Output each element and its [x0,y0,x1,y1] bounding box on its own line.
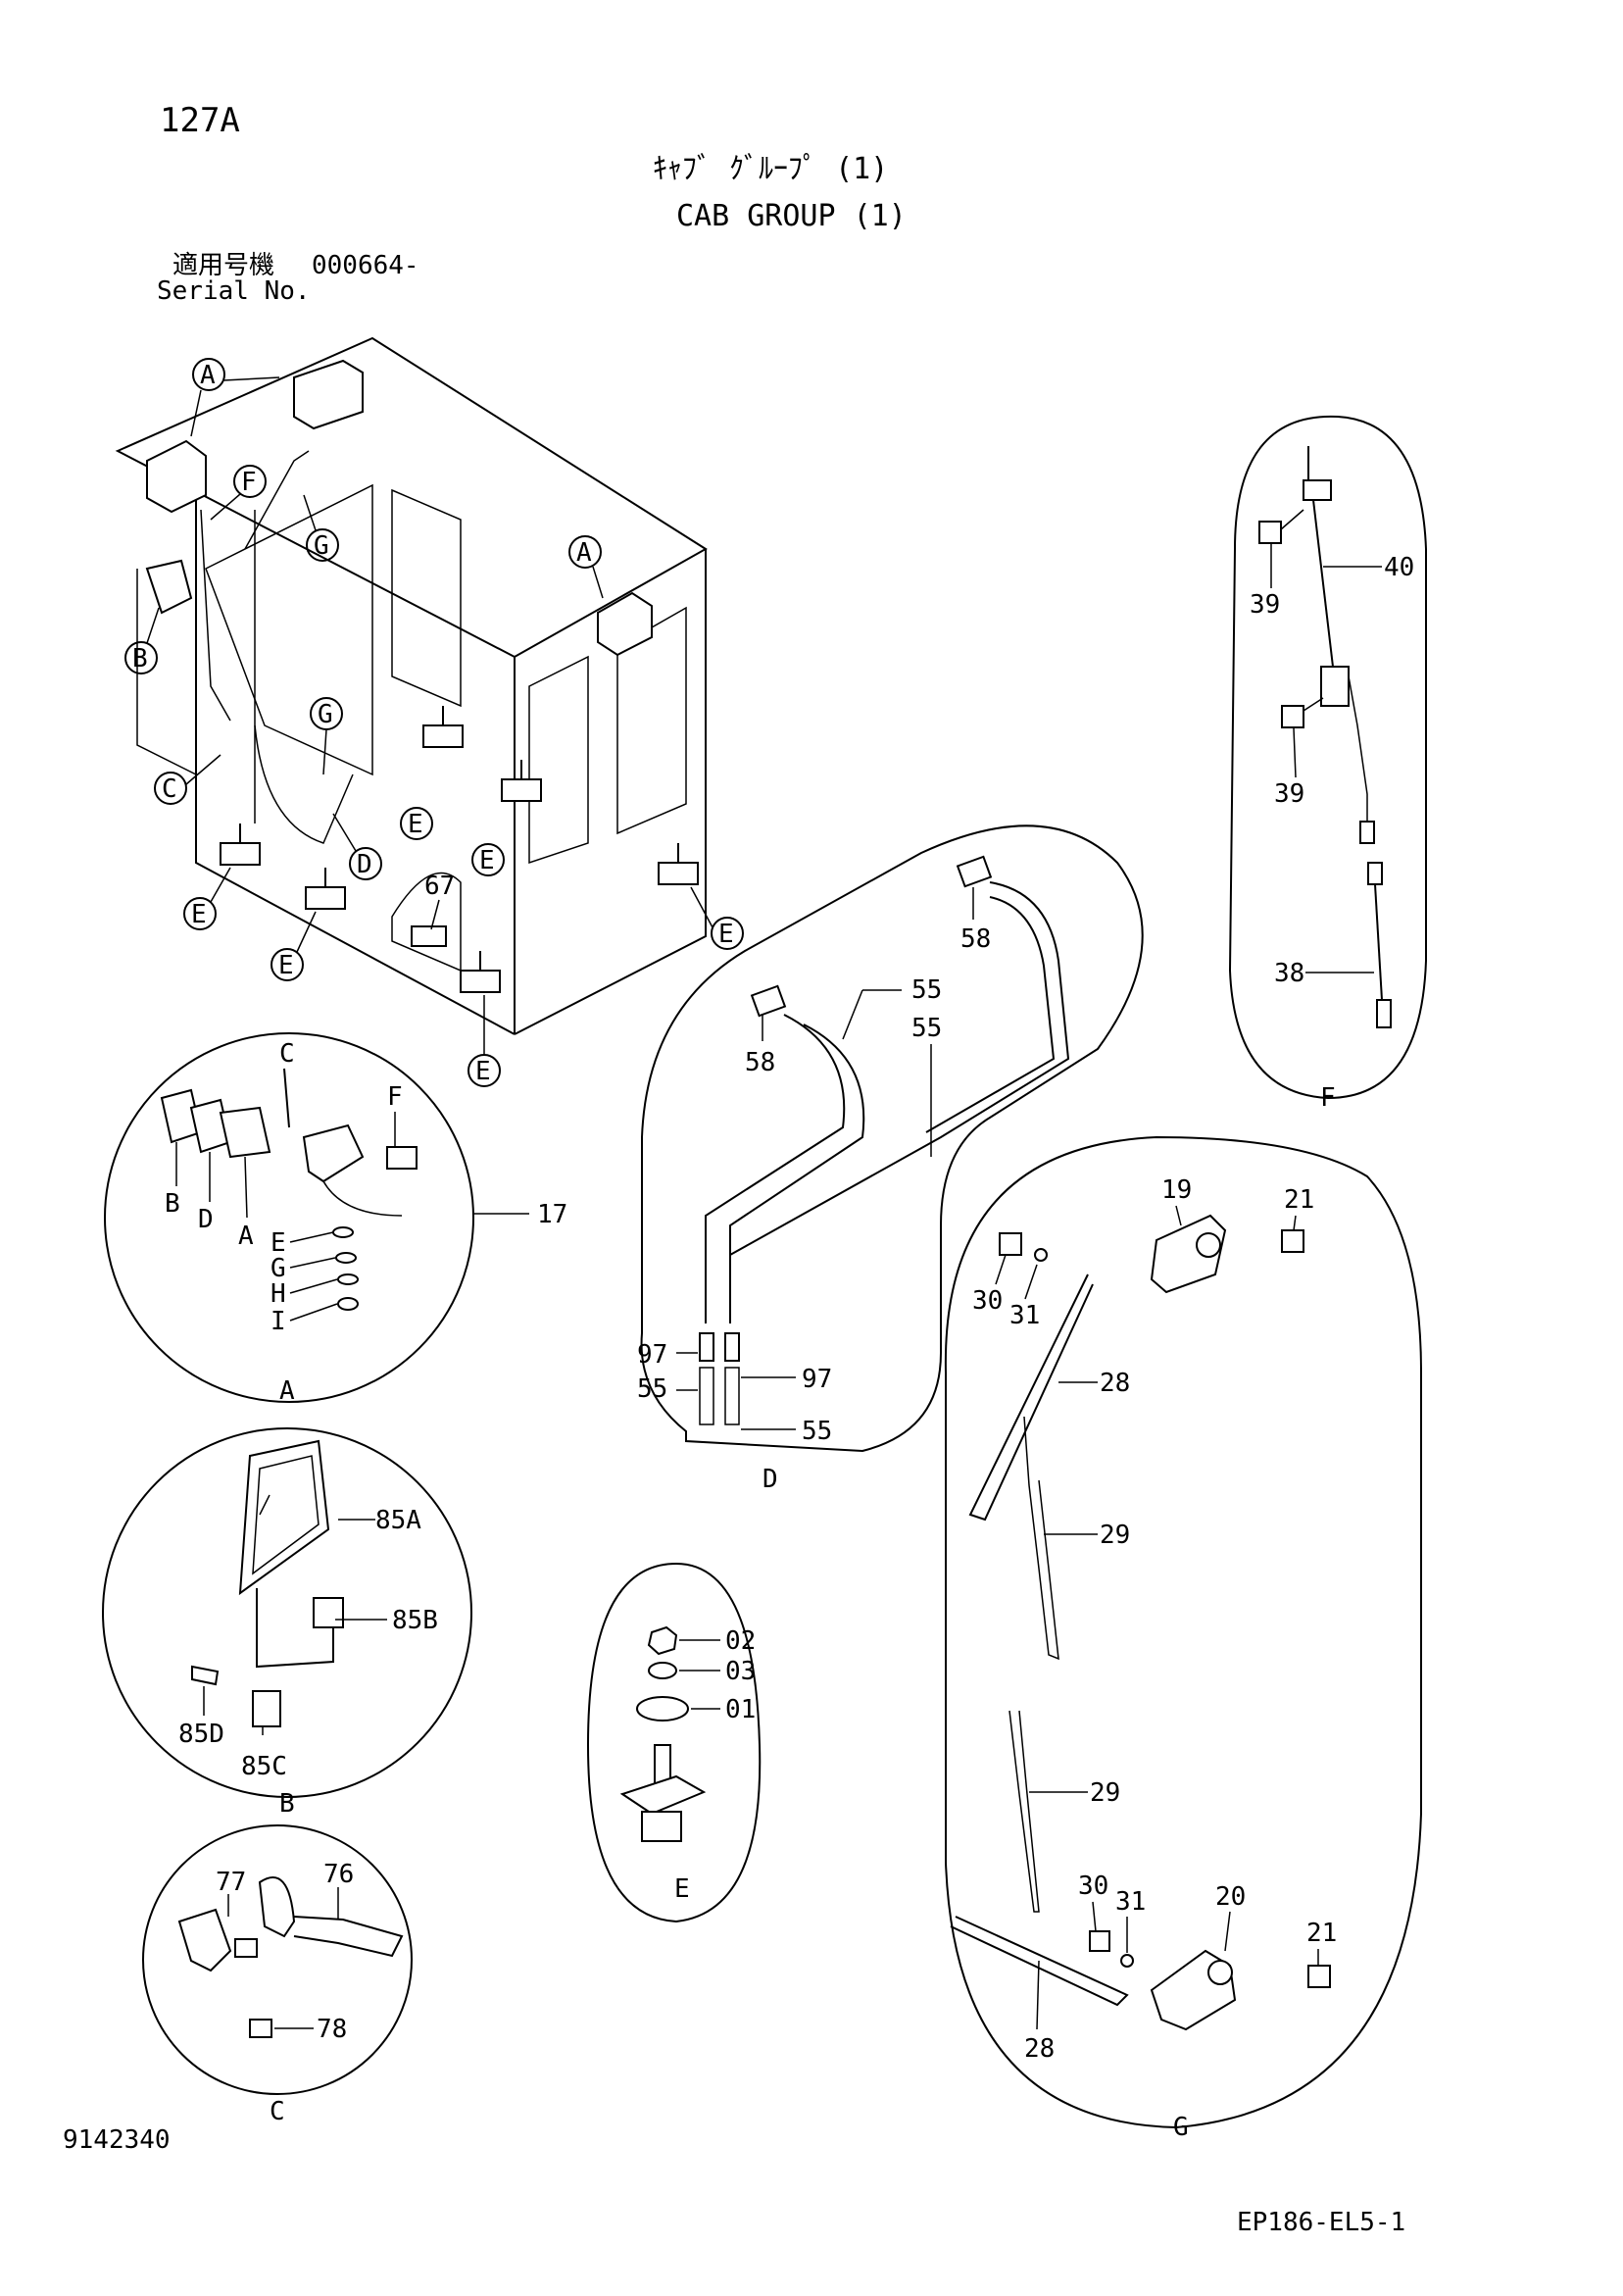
b-part-85d: 85D [178,1720,224,1749]
callout-e-2: E [479,846,495,875]
a-letter-d: D [198,1205,214,1234]
serial-label-jp: 適用号機 [172,251,275,280]
cab-mount-5 [501,760,542,802]
cab-mount-6 [658,843,699,885]
callout-e-4: E [278,951,294,980]
g-part-20: 20 [1215,1882,1246,1912]
cab-mount-2 [305,868,346,910]
callout-e-3: E [191,900,207,929]
detail-c-label: C [270,2097,285,2126]
title-english: CAB GROUP (1) [676,199,907,233]
detail-f-label: F [1320,1083,1336,1113]
callout-c: C [162,774,177,804]
cab-body [115,336,708,1035]
page-code: 127A [160,101,240,140]
figure-number: 9142340 [63,2125,171,2155]
a-letter-g: G [270,1254,286,1283]
c-part-76: 76 [323,1860,354,1889]
g-part-30-b: 30 [1078,1872,1108,1901]
g-part-21-b: 21 [1306,1919,1337,1948]
a-letter-a: A [238,1222,254,1251]
detail-g: 19 21 30 31 28 29 29 30 31 20 21 28 G [944,1135,1422,2142]
callout-a-2: A [576,538,592,568]
d-part-97-b: 97 [802,1365,832,1394]
detail-d-label: D [762,1465,778,1494]
a-letter-b: B [165,1189,180,1219]
g-part-31-b: 31 [1115,1887,1146,1917]
g-part-29-a: 29 [1100,1521,1130,1550]
g-part-21-a: 21 [1284,1185,1314,1215]
d-part-97-a: 97 [637,1340,667,1370]
callout-b: B [132,644,148,674]
d-part-58: 58 [745,1048,775,1077]
a-ref-17: 17 [537,1200,567,1229]
detail-b: 85A 85B 85D 85C B [102,1427,472,1819]
callout-e-1: E [408,810,423,839]
cab-callouts: A A F G B G C D E E E E E E 67 [124,358,744,1087]
e-part-03: 03 [725,1657,756,1686]
detail-b-label: B [279,1789,295,1819]
d-part-55-d: 55 [802,1417,832,1446]
g-part-19: 19 [1161,1175,1192,1205]
detail-d: 58 55 55 58 97 97 55 55 D [637,824,1144,1494]
detail-f: 40 39 39 38 F [1228,415,1427,1113]
f-part-40: 40 [1384,553,1414,582]
detail-g-label: G [1173,2113,1189,2142]
e-part-02: 02 [725,1626,756,1656]
detail-a-label: A [279,1376,295,1406]
g-part-30-a: 30 [972,1286,1003,1316]
f-part-39-b: 39 [1274,779,1304,809]
d-part-58-b: 58 [960,924,991,954]
callout-f: F [241,468,257,497]
d-part-55-b: 55 [911,1014,942,1043]
c-part-77: 77 [216,1868,246,1897]
g-part-29-b: 29 [1090,1778,1120,1808]
callout-e-5: E [718,920,734,949]
a-letter-c: C [279,1039,295,1069]
g-part-28-a: 28 [1100,1369,1130,1398]
cab-mount-4 [422,706,464,748]
drawing-code: EP186-EL5-1 [1237,2208,1406,2237]
callout-e-6: E [475,1057,491,1086]
detail-c: 77 76 78 C [142,1824,413,2126]
detail-e: 02 03 01 E [586,1562,762,1923]
a-letter-h: H [270,1279,286,1309]
detail-e-label: E [674,1874,690,1904]
title-japanese: ｷｬﾌﾞ ｸﾞﾙｰﾌﾟ (1) [653,152,889,186]
a-letter-f: F [387,1082,403,1112]
d-part-55-a: 55 [911,975,942,1005]
detail-a: C F B D A E G H I 17 A [104,1032,567,1406]
serial-label-en: Serial No. [157,276,311,306]
callout-g-2: G [318,700,333,729]
cab-mount-3 [460,951,501,993]
e-part-01: 01 [725,1695,756,1724]
callout-a-1: A [200,361,216,390]
a-letter-e: E [270,1228,286,1258]
b-part-85a: 85A [375,1506,421,1535]
b-part-85b: 85B [392,1606,438,1635]
f-part-39-a: 39 [1250,590,1280,620]
a-letter-i: I [270,1307,286,1336]
label-67: 67 [424,872,455,901]
b-part-85c: 85C [241,1752,287,1781]
c-part-78: 78 [317,2015,347,2044]
g-part-31-a: 31 [1009,1301,1040,1330]
f-part-38: 38 [1274,959,1304,988]
callout-d: D [357,850,372,879]
callout-g-1: G [314,531,329,561]
g-part-28-b: 28 [1024,2034,1055,2064]
cab-mount-1 [220,824,261,866]
d-part-55-c: 55 [637,1374,667,1404]
serial-number: 000664- [312,251,419,280]
